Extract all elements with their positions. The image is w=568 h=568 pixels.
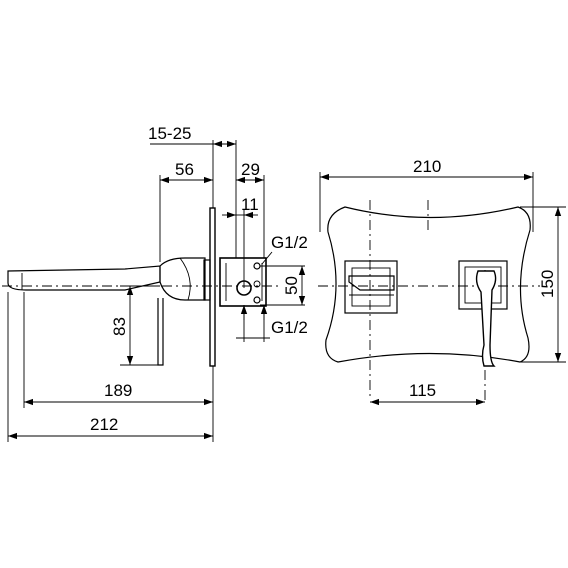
mixer-body-facet bbox=[179, 257, 191, 301]
g12-lower-label: G1/2 bbox=[271, 318, 308, 337]
dim-connection-spacing: 50 bbox=[282, 276, 301, 295]
mixer-body bbox=[159, 257, 206, 301]
dim-spout-projection: 189 bbox=[104, 381, 132, 400]
wall-plate bbox=[209, 207, 216, 367]
g12-upper-label: G1/2 bbox=[271, 233, 308, 252]
side-view: 15-25 56 29 11 G1/2 G1/2 50 83 189 bbox=[2, 124, 308, 442]
dim-control-spacing: 115 bbox=[409, 381, 436, 400]
mixer-collar bbox=[203, 259, 211, 301]
dim-connection-offset: 11 bbox=[241, 195, 259, 214]
dim-box-depth: 29 bbox=[241, 160, 260, 179]
box-inner-detail bbox=[225, 263, 263, 301]
dim-outlet-height: 83 bbox=[110, 317, 129, 336]
diverter-knob-inner bbox=[351, 267, 391, 307]
mixer-lever bbox=[475, 270, 497, 367]
cover-plate bbox=[325, 206, 531, 363]
upper-connection-point bbox=[253, 262, 261, 270]
dim-wall-thickness: 15-25 bbox=[148, 124, 191, 143]
front-view: 210 150 115 bbox=[318, 157, 566, 406]
g12-upper-leader bbox=[261, 251, 273, 265]
diverter-knob bbox=[344, 260, 398, 314]
small-port bbox=[253, 280, 261, 288]
dim-body-width: 56 bbox=[175, 160, 194, 179]
lower-connection-point bbox=[253, 296, 261, 304]
dim-plate-height: 150 bbox=[538, 270, 557, 298]
dim-overall-length: 212 bbox=[90, 415, 118, 434]
handle-lever bbox=[157, 298, 164, 366]
dim-plate-width: 210 bbox=[413, 157, 441, 176]
diverter-knob-grip bbox=[348, 275, 395, 291]
